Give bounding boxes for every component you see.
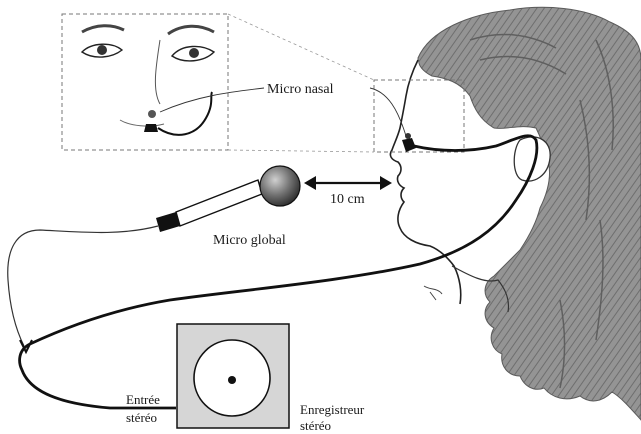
micro-global-label: Micro global (213, 233, 286, 248)
stereo-recorder-icon (177, 324, 289, 428)
nasal-microphone-icon (148, 110, 156, 118)
distance-label: 10 cm (330, 192, 365, 207)
woman-profile-illustration (390, 7, 641, 420)
ear (514, 137, 550, 181)
micro-nasal-label: Micro nasal (267, 82, 334, 97)
face-inset-detail (62, 14, 228, 150)
handheld-microphone-icon (156, 166, 300, 232)
recorder-label-line1: Enregistreur (300, 402, 365, 417)
entree-stereo-label-line1: Entrée (126, 392, 160, 407)
recorder-label-line2: stéréo (300, 418, 331, 433)
collar-mark (424, 286, 442, 300)
double-arrow-icon (304, 176, 392, 190)
entree-stereo-label-line2: stéréo (126, 410, 157, 425)
global-mic-cable (8, 226, 158, 346)
hair (418, 7, 641, 420)
